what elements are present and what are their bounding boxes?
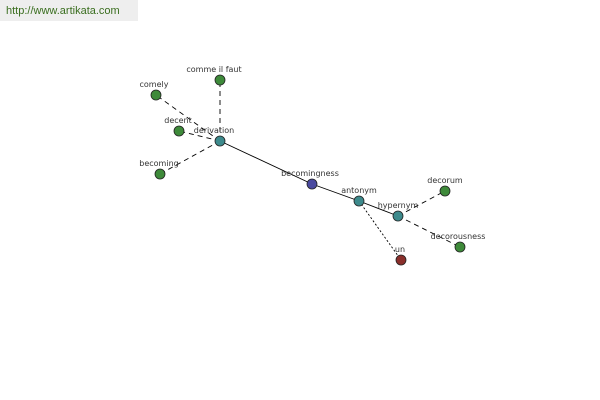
edge-antonym-hypernym <box>358 200 399 217</box>
node-label-becomingness: becomingness <box>281 169 339 178</box>
edge-derivation-becoming <box>159 140 221 175</box>
source-url-text: http://www.artikata.com <box>0 0 138 21</box>
node-comme-il-faut[interactable] <box>214 74 226 86</box>
node-derivation[interactable] <box>214 135 226 147</box>
node-label-decent: decent <box>164 116 192 125</box>
node-hypernym[interactable] <box>392 210 404 222</box>
node-label-decorousness: decorousness <box>431 232 486 241</box>
node-label-antonym: antonym <box>341 186 377 195</box>
node-label-comely: comely <box>140 80 169 89</box>
node-decorum[interactable] <box>439 185 451 197</box>
node-label-derivation: derivation <box>194 126 234 135</box>
node-layer <box>150 74 466 266</box>
node-label-comme-il-faut: comme il faut <box>186 65 241 74</box>
node-label-hypernym: hypernym <box>378 201 419 210</box>
node-decorousness[interactable] <box>454 241 466 253</box>
node-antonym[interactable] <box>353 195 365 207</box>
node-label-decorum: decorum <box>427 176 463 185</box>
node-becoming[interactable] <box>154 168 166 180</box>
edge-layer <box>155 80 461 261</box>
node-decent[interactable] <box>173 125 185 137</box>
edge-hypernym-decorousness <box>397 215 461 248</box>
node-label-un: un <box>395 245 405 254</box>
edge-derivation-decent <box>178 130 221 142</box>
node-becomingness[interactable] <box>306 178 318 190</box>
node-un[interactable] <box>395 254 407 266</box>
edge-derivation-comely <box>155 94 221 142</box>
edge-antonym-un <box>358 200 402 261</box>
edge-becomingness-antonym <box>311 183 360 202</box>
node-comely[interactable] <box>150 89 162 101</box>
edge-becomingness-derivation <box>219 140 313 185</box>
node-label-becoming: becoming <box>139 159 178 168</box>
